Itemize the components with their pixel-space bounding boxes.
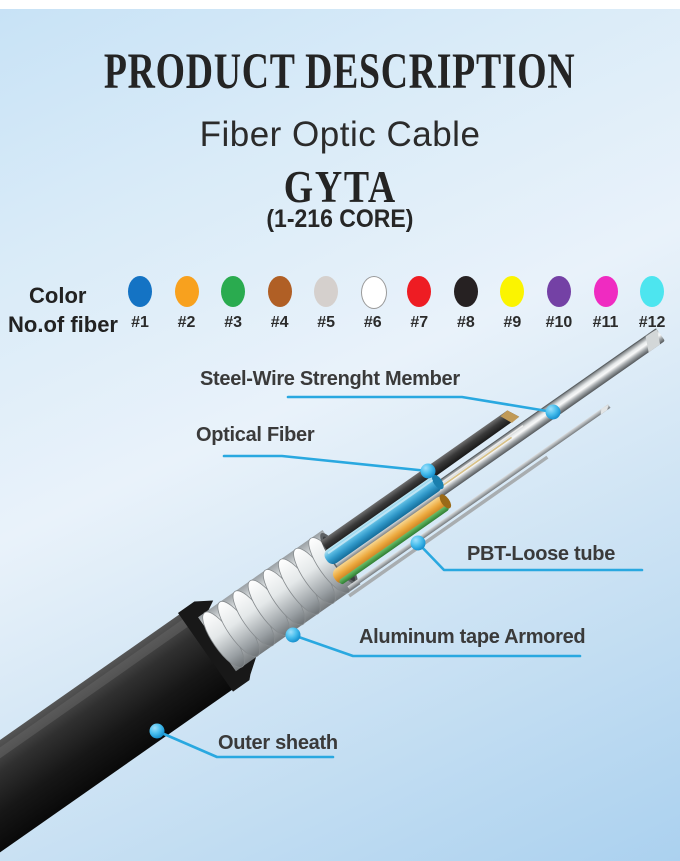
fiber-number-label: #7	[410, 314, 429, 331]
leader-aluminum-armor	[291, 633, 582, 658]
core-range: (1-216 CORE)	[266, 205, 414, 233]
outer-sheath-shape	[0, 604, 247, 861]
callout-steel-wire: Steel-Wire Strenght Member	[200, 368, 460, 390]
legend-fiber-label: No.of fiber	[8, 312, 118, 337]
pbt-loose-tube-blue-highlight	[327, 479, 433, 554]
leader-dots	[149, 404, 561, 739]
callout-pbt-loose-tube: PBT-Loose tube	[467, 543, 616, 565]
fiber-color-dot-blue	[128, 276, 152, 307]
marker-dot-outer-sheath	[149, 723, 165, 739]
outer-sheath-highlight	[0, 609, 203, 861]
steel-wire-tip-cut	[645, 329, 661, 353]
fiber-number-label: #6	[363, 314, 382, 331]
fiber-number-label: #11	[592, 314, 619, 331]
page-title: PRODUCT DESCRIPTION	[104, 44, 576, 100]
leader-pbt-loose-tube	[416, 541, 644, 572]
pbt-loose-tube-orange-end	[439, 494, 452, 509]
fiber-number-label: #4	[270, 314, 289, 331]
fiber-number-label: #3	[224, 314, 242, 331]
black-tube-shape	[320, 410, 520, 553]
fiber-number-label: #5	[317, 314, 336, 331]
marker-dot-aluminum-armor	[285, 627, 301, 643]
fiber-number-label: #8	[456, 314, 475, 331]
fiber-color-dot-black	[453, 276, 478, 307]
fiber-number-label: #9	[503, 314, 522, 331]
fiber-number-label: #12	[638, 314, 666, 331]
fiber-number-label: #10	[545, 314, 573, 331]
marker-dot-steel-wire	[545, 404, 561, 420]
fiber-color-dot-white	[360, 276, 387, 309]
fiber-color-dot-green	[221, 276, 246, 307]
top-white-strip	[0, 0, 680, 9]
thin-wire-tip	[600, 404, 609, 415]
pbt-loose-tube-blue-shape	[324, 476, 442, 564]
callout-aluminum-armor: Aluminum tape Armored	[359, 626, 586, 648]
pbt-loose-tube-blue-end	[432, 474, 444, 490]
fiber-color-dot-orange	[174, 276, 199, 307]
fiber-number-label: #1	[131, 314, 149, 331]
fiber-number-label: #2	[177, 314, 196, 331]
fiber-color-dot-cyan	[640, 276, 665, 307]
callout-outer-sheath: Outer sheath	[218, 732, 338, 754]
fiber-color-dot-magenta	[593, 276, 618, 307]
callout-optical-fiber: Optical Fiber	[196, 424, 315, 446]
thin-wire-shape	[348, 455, 549, 598]
black-tube-cut-face	[500, 410, 520, 423]
fiber-color-dot-gray	[314, 276, 339, 307]
leader-steel-wire	[286, 395, 555, 414]
marker-dot-optical-fiber	[420, 463, 436, 479]
pbt-loose-tube-orange-shape	[332, 496, 450, 584]
legend-color-label: Color	[29, 283, 87, 308]
fiber-color-dot-yellow	[500, 276, 525, 307]
product-name: Fiber Optic Cable	[199, 115, 481, 154]
fiber-color-dot-purple	[546, 276, 571, 307]
fiber-color-dot-brown	[267, 276, 292, 307]
leader-outer-sheath	[155, 729, 335, 759]
model-name: GYTA	[283, 162, 397, 212]
leader-optical-fiber	[222, 454, 430, 473]
fiber-color-dot-red	[407, 276, 432, 307]
leader-lines	[155, 395, 644, 759]
tube-green-stripe	[339, 505, 449, 585]
steel-wire-shape	[330, 328, 665, 569]
marker-dot-pbt-loose-tube	[410, 535, 426, 551]
